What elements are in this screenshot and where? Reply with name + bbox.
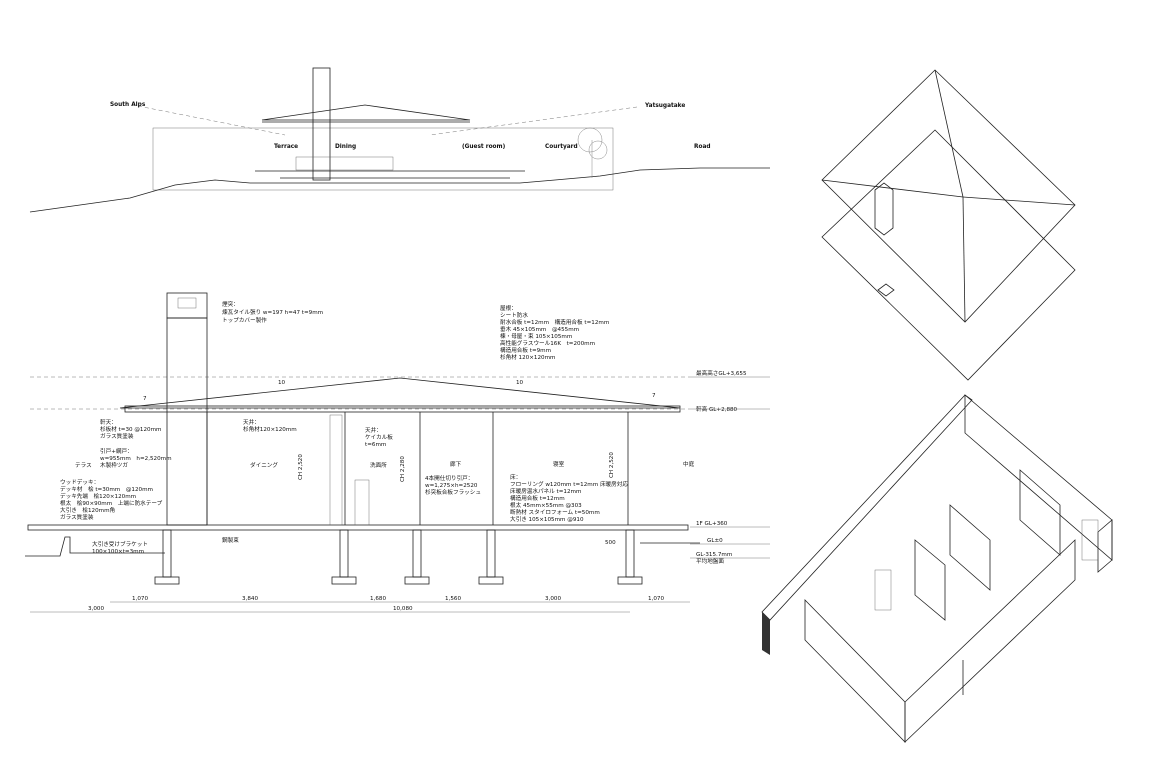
annotation-text: トップカバー製作	[222, 316, 267, 324]
annotation-text: 軒天：	[100, 419, 117, 426]
annotation-text: デッキ先端 桧120×120mm	[60, 492, 136, 500]
annotation-text: 4本開仕切り引戸：	[425, 474, 473, 482]
annotation-text: フローリング w120mm t=12mm 床暖房対応	[510, 480, 628, 488]
room-washroom: 洗面所	[370, 461, 387, 469]
annotation-text: 棟・母屋・束 105×105mm	[500, 332, 572, 340]
annotation-text: 引戸+網戸：	[100, 447, 133, 455]
annotation-text: ガラス質塗装	[100, 432, 134, 440]
annotation-text: 杉角材 120×120mm	[500, 353, 556, 361]
steel-post-label: 鋼製束	[222, 536, 239, 544]
annotation-text: 煉瓦タイル張り w=197 h=47 t=9mm	[222, 308, 323, 316]
annotation-text: w=955mm h=2,520mm	[100, 456, 172, 462]
annotation-text: w=1,275×h=2520	[425, 483, 478, 489]
room-courtyard: 中庭	[683, 460, 695, 468]
annotation-text: 天井：	[243, 418, 260, 426]
plan-axonometric	[761, 394, 1113, 743]
annotation-text: ガラス質塗装	[60, 513, 94, 521]
ch-washroom: CH 2,280	[400, 456, 406, 482]
label-courtyard: Courtyard	[545, 144, 578, 150]
annotation-text: 3,000	[88, 606, 104, 612]
annotation-text: 大引き 105×105mm @910	[510, 515, 584, 523]
annotation-text: 垂木 45×105mm @455mm	[500, 325, 579, 333]
tree	[577, 127, 608, 178]
annotation-text: 1,560	[445, 596, 461, 602]
slope-left: 10	[278, 380, 286, 386]
eave-slope-left: 7	[143, 396, 147, 402]
annotation-text: 断熱材 スタイロフォーム t=50mm	[510, 508, 600, 516]
annotation-text: ケイカル板	[365, 433, 393, 441]
crawl-height: 500	[605, 540, 616, 546]
level-ground: GL±0	[707, 538, 723, 544]
label-terrace: Terrace	[274, 144, 298, 150]
ch-bedroom: CH 2,520	[609, 452, 615, 478]
annotation-text: 床暖房温水パネル t=12mm	[510, 487, 581, 495]
annotation-text: 3,840	[242, 596, 258, 602]
roof-axonometric	[821, 69, 1076, 381]
label-road: Road	[694, 144, 711, 150]
label-dining: Dining	[335, 144, 356, 150]
annotation-text: シート防水	[500, 311, 528, 319]
annotation-text: ウッドデッキ：	[60, 478, 99, 486]
slope-right: 10	[516, 380, 524, 386]
annotation-text: 構造用合板 t=9mm	[500, 346, 551, 354]
room-terrace: テラス	[75, 462, 92, 469]
annotation-text: 3,000	[545, 596, 561, 602]
annotation-text: 屋根：	[500, 304, 517, 312]
annotation-text: 1,070	[648, 596, 664, 602]
level-max: 最高高さGL+3,655	[696, 369, 747, 377]
annotation-text: 10,080	[393, 606, 413, 612]
label-yatsugatake: Yatsugatake	[644, 103, 685, 109]
annotation-text: 1,680	[370, 596, 386, 602]
dimension-lines	[30, 601, 690, 613]
annotation-text: 煙突：	[222, 300, 239, 308]
deck-note: ウッドデッキ：デッキ材 桧 t=30mm @120mm デッキ先端 桧120×1…	[60, 478, 163, 521]
label-guest-room: (Guest room)	[462, 144, 506, 150]
label-south-alps: South Alps	[110, 102, 146, 108]
ch-dining: CH 2,520	[298, 454, 304, 480]
annotation-text: 杉板材 t=30 @120mm	[100, 425, 162, 433]
room-corridor: 廊下	[450, 460, 462, 468]
level-avg-ground: GL-315.7mm	[696, 552, 732, 558]
foundations	[154, 529, 643, 585]
annotation-text: 高性能グラスウール16K t=200mm	[500, 339, 595, 347]
ceiling-note: 天井：杉角材120×120mm	[243, 418, 297, 433]
annotation-text: 構造用合板 t=12mm	[510, 494, 565, 502]
room-dining: ダイニング	[250, 461, 278, 469]
annotation-text: デッキ材 桧 t=30mm @120mm	[60, 485, 153, 493]
annotation-text: 杉角材120×120mm	[243, 425, 297, 433]
floor-note: 床：フローリング w120mm t=12mm 床暖房対応 床暖房温水パネル t=…	[510, 473, 628, 523]
annotation-text: 床：	[510, 473, 521, 481]
annotation-text: 木製枠ツガ	[100, 461, 128, 469]
room-bedroom: 寝室	[553, 460, 565, 468]
annotation-text: 大引き 桧120mm角	[60, 506, 115, 514]
annotation-text: 根太 45mm×55mm @303	[510, 501, 582, 509]
annotation-text: 杉突板合板フラッシュ	[425, 488, 481, 496]
annotation-text: 100×100×t=3mm	[92, 549, 144, 555]
annotation-text: 大引き受けブラケット	[92, 540, 148, 548]
annotation-text: 1,070	[132, 596, 148, 602]
annotation-text: 天井：	[365, 426, 382, 434]
annotation-text: 根太 桧90×90mm 上端に防水テープ	[60, 499, 163, 507]
level-floor: 1F GL+360	[696, 521, 728, 527]
level-avg-ground-label: 平均地盤面	[696, 557, 724, 565]
annotation-text: 耐水合板 t=12mm 構造用合板 t=12mm	[500, 318, 609, 326]
annotation-text: t=6mm	[365, 442, 386, 448]
site-elevation: South Alps Yatsugatake Terrace Dining (G…	[29, 67, 770, 213]
eave-slope-right: 7	[652, 393, 656, 399]
